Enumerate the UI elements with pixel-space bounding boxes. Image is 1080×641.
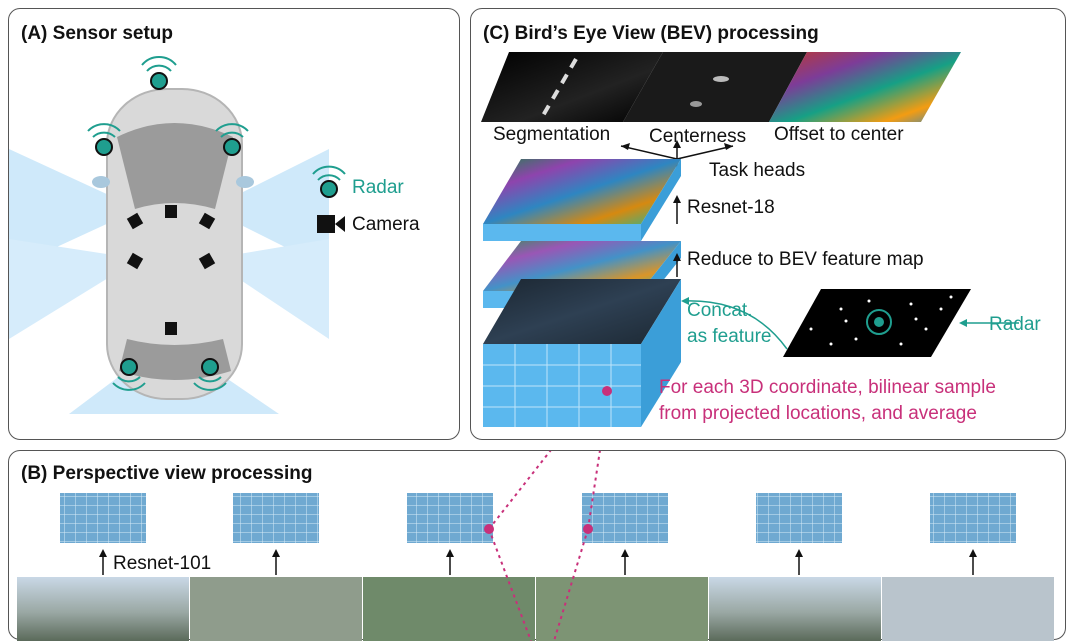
centerness-map: [623, 52, 807, 122]
radar-front-right: [215, 123, 249, 156]
resnet18-label: Resnet-18: [687, 197, 775, 218]
sensor-setup-diagram: [9, 55, 346, 414]
sample-point: [602, 386, 612, 396]
legend-radar-label: Radar: [352, 177, 404, 198]
legend-radar-icon: [312, 165, 346, 198]
camera-rear: [165, 322, 177, 335]
camera-images: [17, 577, 1054, 641]
radar-label: Radar: [989, 314, 1041, 335]
projection-point-left: [484, 524, 494, 534]
task-heads-label: Task heads: [709, 160, 806, 181]
sample-text-line2: from projected locations, and average: [659, 403, 977, 424]
panel-c-title: (C) Bird’s Eye View (BEV) processing: [483, 23, 819, 44]
panel-bev-processing: (C) Bird’s Eye View (BEV) processing: [470, 8, 1066, 440]
mirror-left: [92, 176, 110, 188]
camera-front-right: [198, 212, 216, 230]
radar-rear-right: [193, 358, 227, 391]
bev-feature-middle: [483, 241, 681, 291]
projection-lines: [488, 451, 601, 641]
output-label-segmentation: Segmentation: [493, 124, 611, 145]
perspective-diagram: [17, 451, 1054, 641]
panel-perspective-processing: (B) Perspective view processing: [8, 450, 1066, 641]
legend-camera-icon: [317, 215, 345, 233]
voxel-block-side: [641, 279, 681, 427]
car-windshield: [117, 123, 233, 209]
projection-point-right: [583, 524, 593, 534]
resnet101-label: Resnet-101: [113, 553, 212, 574]
radar-rear-left: [112, 358, 146, 391]
panel-a-title: (A) Sensor setup: [21, 23, 174, 44]
panel-b-title: (B) Perspective view processing: [21, 463, 313, 484]
feature-maps: [60, 493, 1016, 543]
offset-map: [769, 52, 961, 122]
radar-front: [141, 55, 177, 90]
camera-back-right: [198, 252, 216, 270]
mirror-right: [236, 176, 254, 188]
panel-sensor-setup: (A) Sensor setup: [8, 8, 460, 440]
camera-front: [165, 205, 177, 218]
bev-diagram: [481, 52, 1019, 427]
concat-arrow: [684, 300, 788, 350]
voxel-block-top: [483, 279, 681, 344]
output-label-centerness: Centerness: [649, 126, 747, 147]
concat-label-line2: as feature: [687, 326, 772, 347]
output-label-offset: Offset to center: [774, 124, 904, 145]
segmentation-map: [481, 52, 663, 122]
camera-back-left: [126, 252, 144, 270]
sample-text-line1: For each 3D coordinate, bilinear sample: [659, 377, 996, 398]
camera-front-left: [126, 212, 144, 230]
legend-camera-label: Camera: [352, 214, 420, 235]
radar-front-left: [87, 123, 121, 156]
concat-label-line1: Concat.: [687, 300, 753, 321]
bev-feature-top: [483, 159, 681, 224]
backbone-arrows: [102, 553, 974, 575]
reduce-label: Reduce to BEV feature map: [687, 249, 924, 270]
